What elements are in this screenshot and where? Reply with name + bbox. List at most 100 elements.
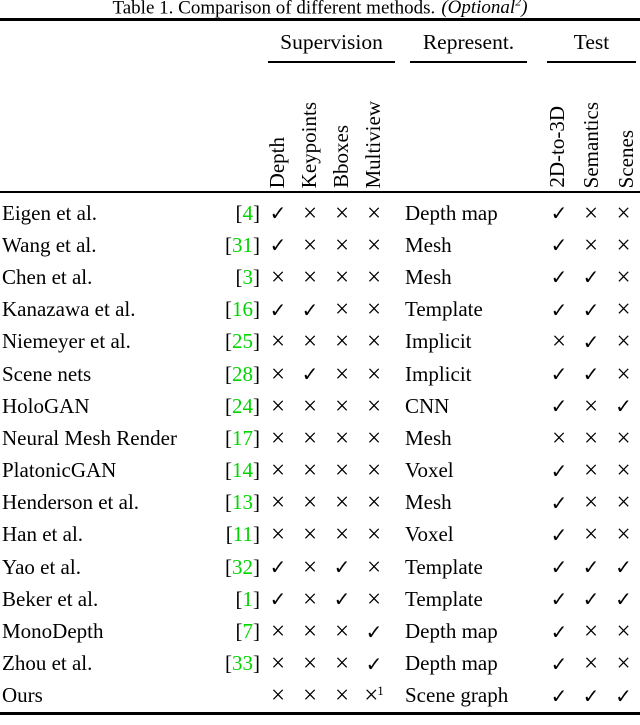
test-mark: × [583, 521, 599, 549]
supervision-mark: ×1 [364, 682, 384, 710]
test-mark: × [551, 424, 567, 452]
citation-number[interactable]: 1 [242, 586, 254, 611]
supervision-mark: × [366, 360, 382, 388]
citation-link[interactable]: [24] [225, 393, 260, 418]
supervision-mark: × [334, 424, 350, 452]
citation-number[interactable]: 17 [232, 425, 253, 450]
supervision-mark: ✓ [269, 201, 287, 226]
supervision-mark: × [334, 199, 350, 227]
bottom-rule [0, 712, 640, 715]
test-mark: ✓ [550, 651, 568, 676]
supervision-mark: × [302, 457, 318, 485]
representation-cell: CNN [405, 393, 450, 418]
supervision-mark: × [334, 650, 350, 678]
supervision-mark: × [302, 199, 318, 227]
representation-cell: Template [405, 297, 483, 322]
supervision-mark: × [302, 585, 318, 613]
supervision-mark: ✓ [269, 297, 287, 322]
test-mark: × [616, 457, 631, 485]
supervision-mark: ✓ [301, 297, 319, 322]
supervision-mark: × [302, 424, 318, 452]
citation-link[interactable]: [7] [235, 619, 261, 644]
representation-cell: Implicit [405, 329, 472, 354]
citation-link[interactable]: [14] [225, 458, 260, 483]
citation-number[interactable]: 14 [232, 458, 253, 483]
test-mark: ✓ [550, 394, 568, 419]
supervision-mark: × [334, 231, 350, 259]
test-mark: ✓ [582, 329, 600, 354]
citation-link[interactable]: [11] [225, 522, 260, 547]
test-mark: ✓ [550, 362, 568, 387]
representation-cell: Template [405, 586, 483, 611]
supervision-mark: × [366, 296, 382, 324]
supervision-mark: × [270, 489, 286, 517]
citation-number[interactable]: 24 [232, 393, 253, 418]
method-cell: Neural Mesh Render [2, 425, 177, 450]
column-header-semantics: Semantics [579, 101, 603, 188]
test-mark: ✓ [550, 555, 568, 580]
citation-number[interactable]: 13 [232, 490, 253, 515]
citation-link[interactable]: [13] [225, 490, 260, 515]
test-mark: × [583, 424, 599, 452]
supervision-mark: × [270, 424, 286, 452]
caption-note: (Optional2) [441, 0, 527, 18]
supervision-mark: × [334, 521, 350, 549]
supervision-mark: × [366, 424, 382, 452]
supervision-underline [268, 61, 395, 63]
column-header-2d-to-3d: 2D-to-3D [545, 106, 569, 188]
supervision-mark: × [302, 553, 318, 581]
citation-number[interactable]: 28 [232, 361, 253, 386]
supervision-mark: × [334, 296, 350, 324]
column-header-bboxes: Bboxes [329, 125, 353, 188]
test-mark: × [616, 424, 631, 452]
supervision-mark: × [366, 553, 382, 581]
supervision-mark: ✓ [365, 619, 383, 644]
citation-link[interactable]: [25] [225, 329, 260, 354]
citation-link[interactable]: [32] [225, 554, 260, 579]
supervision-mark: × [270, 263, 286, 291]
citation-link[interactable]: [16] [225, 297, 260, 322]
supervision-mark: × [302, 521, 318, 549]
supervision-mark: ✓ [269, 233, 287, 258]
test-mark: ✓ [550, 297, 568, 322]
citation-link[interactable]: [1] [235, 586, 261, 611]
test-mark: ✓ [582, 362, 600, 387]
citation-link[interactable]: [4] [235, 200, 261, 225]
citation-number[interactable]: 25 [232, 329, 253, 354]
supervision-mark: ✓ [333, 555, 351, 580]
method-cell: Ours [2, 683, 43, 708]
citation-number[interactable]: 16 [232, 297, 253, 322]
test-mark: ✓ [582, 555, 600, 580]
column-header-multiview: Multiview [361, 100, 385, 189]
test-mark: ✓ [582, 587, 600, 612]
supervision-mark: × [270, 360, 286, 388]
citation-link[interactable]: [28] [225, 361, 260, 386]
supervision-mark: ✓ [333, 587, 351, 612]
supervision-mark: × [270, 618, 286, 646]
header-rule [0, 191, 640, 193]
test-mark: ✓ [582, 265, 600, 290]
citation-link[interactable]: [33] [225, 651, 260, 676]
supervision-mark: × [270, 392, 286, 420]
test-mark: × [616, 618, 631, 646]
test-mark: × [616, 521, 631, 549]
citation-number[interactable]: 7 [242, 619, 254, 644]
column-group-supervision: Supervision [280, 30, 383, 54]
supervision-mark: × [366, 328, 382, 356]
citation-number[interactable]: 4 [242, 200, 254, 225]
representation-cell: Voxel [405, 522, 454, 547]
representation-cell: Mesh [405, 232, 452, 257]
citation-number[interactable]: 11 [232, 522, 253, 547]
citation-link[interactable]: [17] [225, 425, 260, 450]
method-cell: Han et al. [2, 522, 84, 547]
method-cell: Beker et al. [2, 586, 99, 611]
citation-number[interactable]: 3 [242, 264, 254, 289]
supervision-mark: × [302, 263, 318, 291]
citation-number[interactable]: 31 [232, 232, 253, 257]
supervision-mark: × [334, 263, 350, 291]
test-mark: ✓ [550, 265, 568, 290]
citation-number[interactable]: 33 [232, 651, 253, 676]
citation-link[interactable]: [3] [235, 264, 261, 289]
citation-link[interactable]: [31] [225, 232, 260, 257]
citation-number[interactable]: 32 [232, 554, 253, 579]
